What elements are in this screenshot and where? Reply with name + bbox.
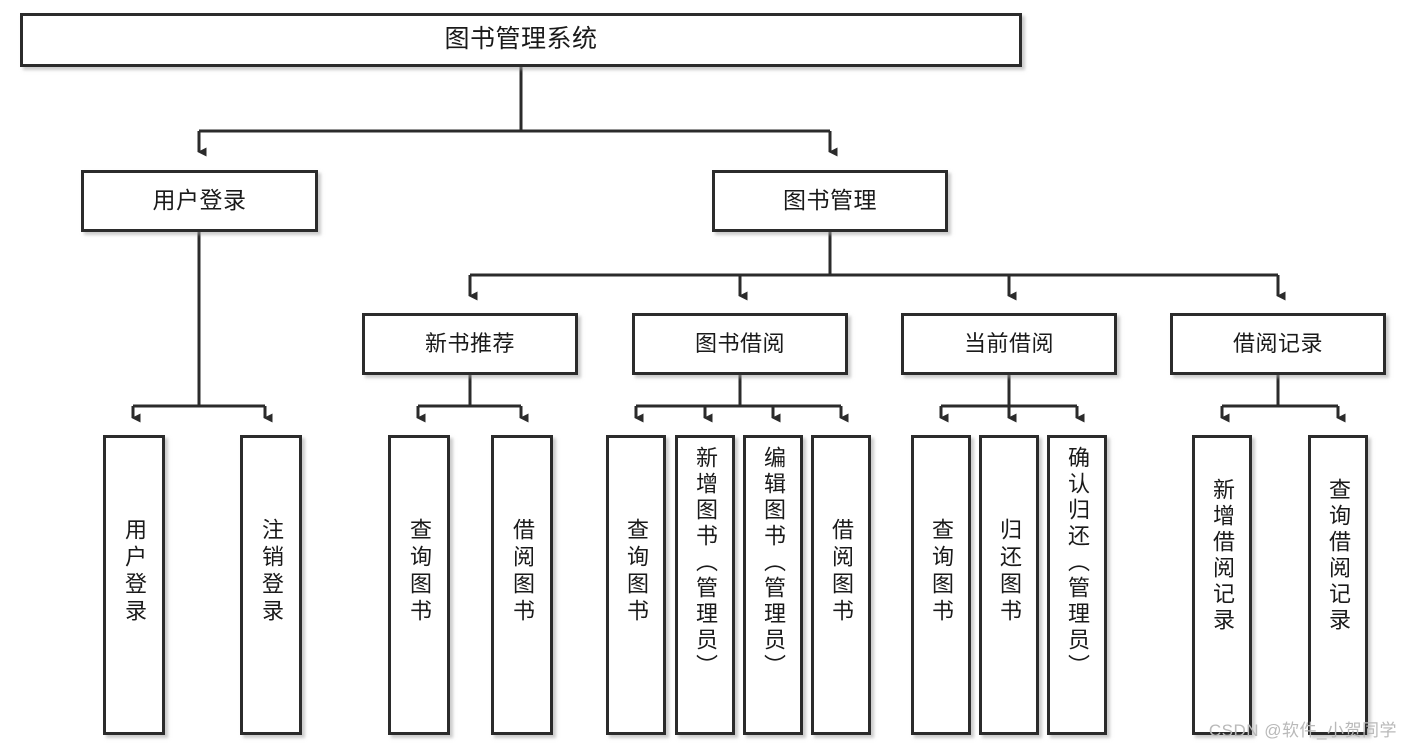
node-label: 查询图书: [624, 518, 649, 626]
node-leaf-query-book-borrow[interactable]: 查询图书: [606, 435, 666, 735]
node-leaf-query-borrow-record[interactable]: 查询借阅记录: [1308, 435, 1368, 735]
node-leaf-query-book-current[interactable]: 查询图书: [911, 435, 971, 735]
node-label: 查询图书: [929, 518, 954, 626]
node-leaf-confirm-return-admin[interactable]: 确认归还（管理员）: [1047, 435, 1107, 735]
node-label: 编辑图书（管理员）: [761, 446, 786, 680]
node-leaf-borrow-book[interactable]: 借阅图书: [811, 435, 871, 735]
node-leaf-user-login[interactable]: 用户登录: [103, 435, 165, 735]
node-label: 查询借阅记录: [1326, 478, 1351, 634]
node-label: 图书管理: [783, 187, 877, 214]
node-leaf-logout[interactable]: 注销登录: [240, 435, 302, 735]
node-root-system[interactable]: 图书管理系统: [20, 13, 1022, 67]
node-book-borrow[interactable]: 图书借阅: [632, 313, 848, 375]
node-leaf-query-book-recommend[interactable]: 查询图书: [388, 435, 450, 735]
node-current-borrow[interactable]: 当前借阅: [901, 313, 1117, 375]
node-book-management[interactable]: 图书管理: [712, 170, 948, 232]
node-user-login[interactable]: 用户登录: [81, 170, 318, 232]
node-label: 借阅图书: [829, 518, 854, 626]
node-leaf-add-book-admin[interactable]: 新增图书（管理员）: [675, 435, 735, 735]
node-label: 新增借阅记录: [1210, 478, 1235, 634]
node-label: 当前借阅: [963, 331, 1054, 357]
node-label: 查询图书: [407, 518, 432, 626]
node-label: 注销登录: [259, 518, 284, 626]
node-label: 借阅记录: [1232, 331, 1323, 357]
node-label: 归还图书: [997, 518, 1022, 626]
node-label: 新书推荐: [424, 331, 515, 357]
watermark-text: CSDN @软件_小贺同学: [1208, 721, 1397, 740]
node-label: 图书管理系统: [444, 25, 598, 54]
node-label: 图书借阅: [694, 331, 785, 357]
node-leaf-edit-book-admin[interactable]: 编辑图书（管理员）: [743, 435, 803, 735]
node-leaf-borrow-book-recommend[interactable]: 借阅图书: [491, 435, 553, 735]
node-label: 借阅图书: [510, 518, 535, 626]
node-borrow-record[interactable]: 借阅记录: [1170, 313, 1386, 375]
node-label: 用户登录: [152, 187, 247, 214]
node-label: 确认归还（管理员）: [1065, 446, 1090, 680]
node-new-book-recommend[interactable]: 新书推荐: [362, 313, 578, 375]
node-label: 新增图书（管理员）: [693, 446, 718, 680]
node-label: 用户登录: [122, 518, 147, 626]
node-leaf-return-book[interactable]: 归还图书: [979, 435, 1039, 735]
node-leaf-add-borrow-record[interactable]: 新增借阅记录: [1192, 435, 1252, 735]
